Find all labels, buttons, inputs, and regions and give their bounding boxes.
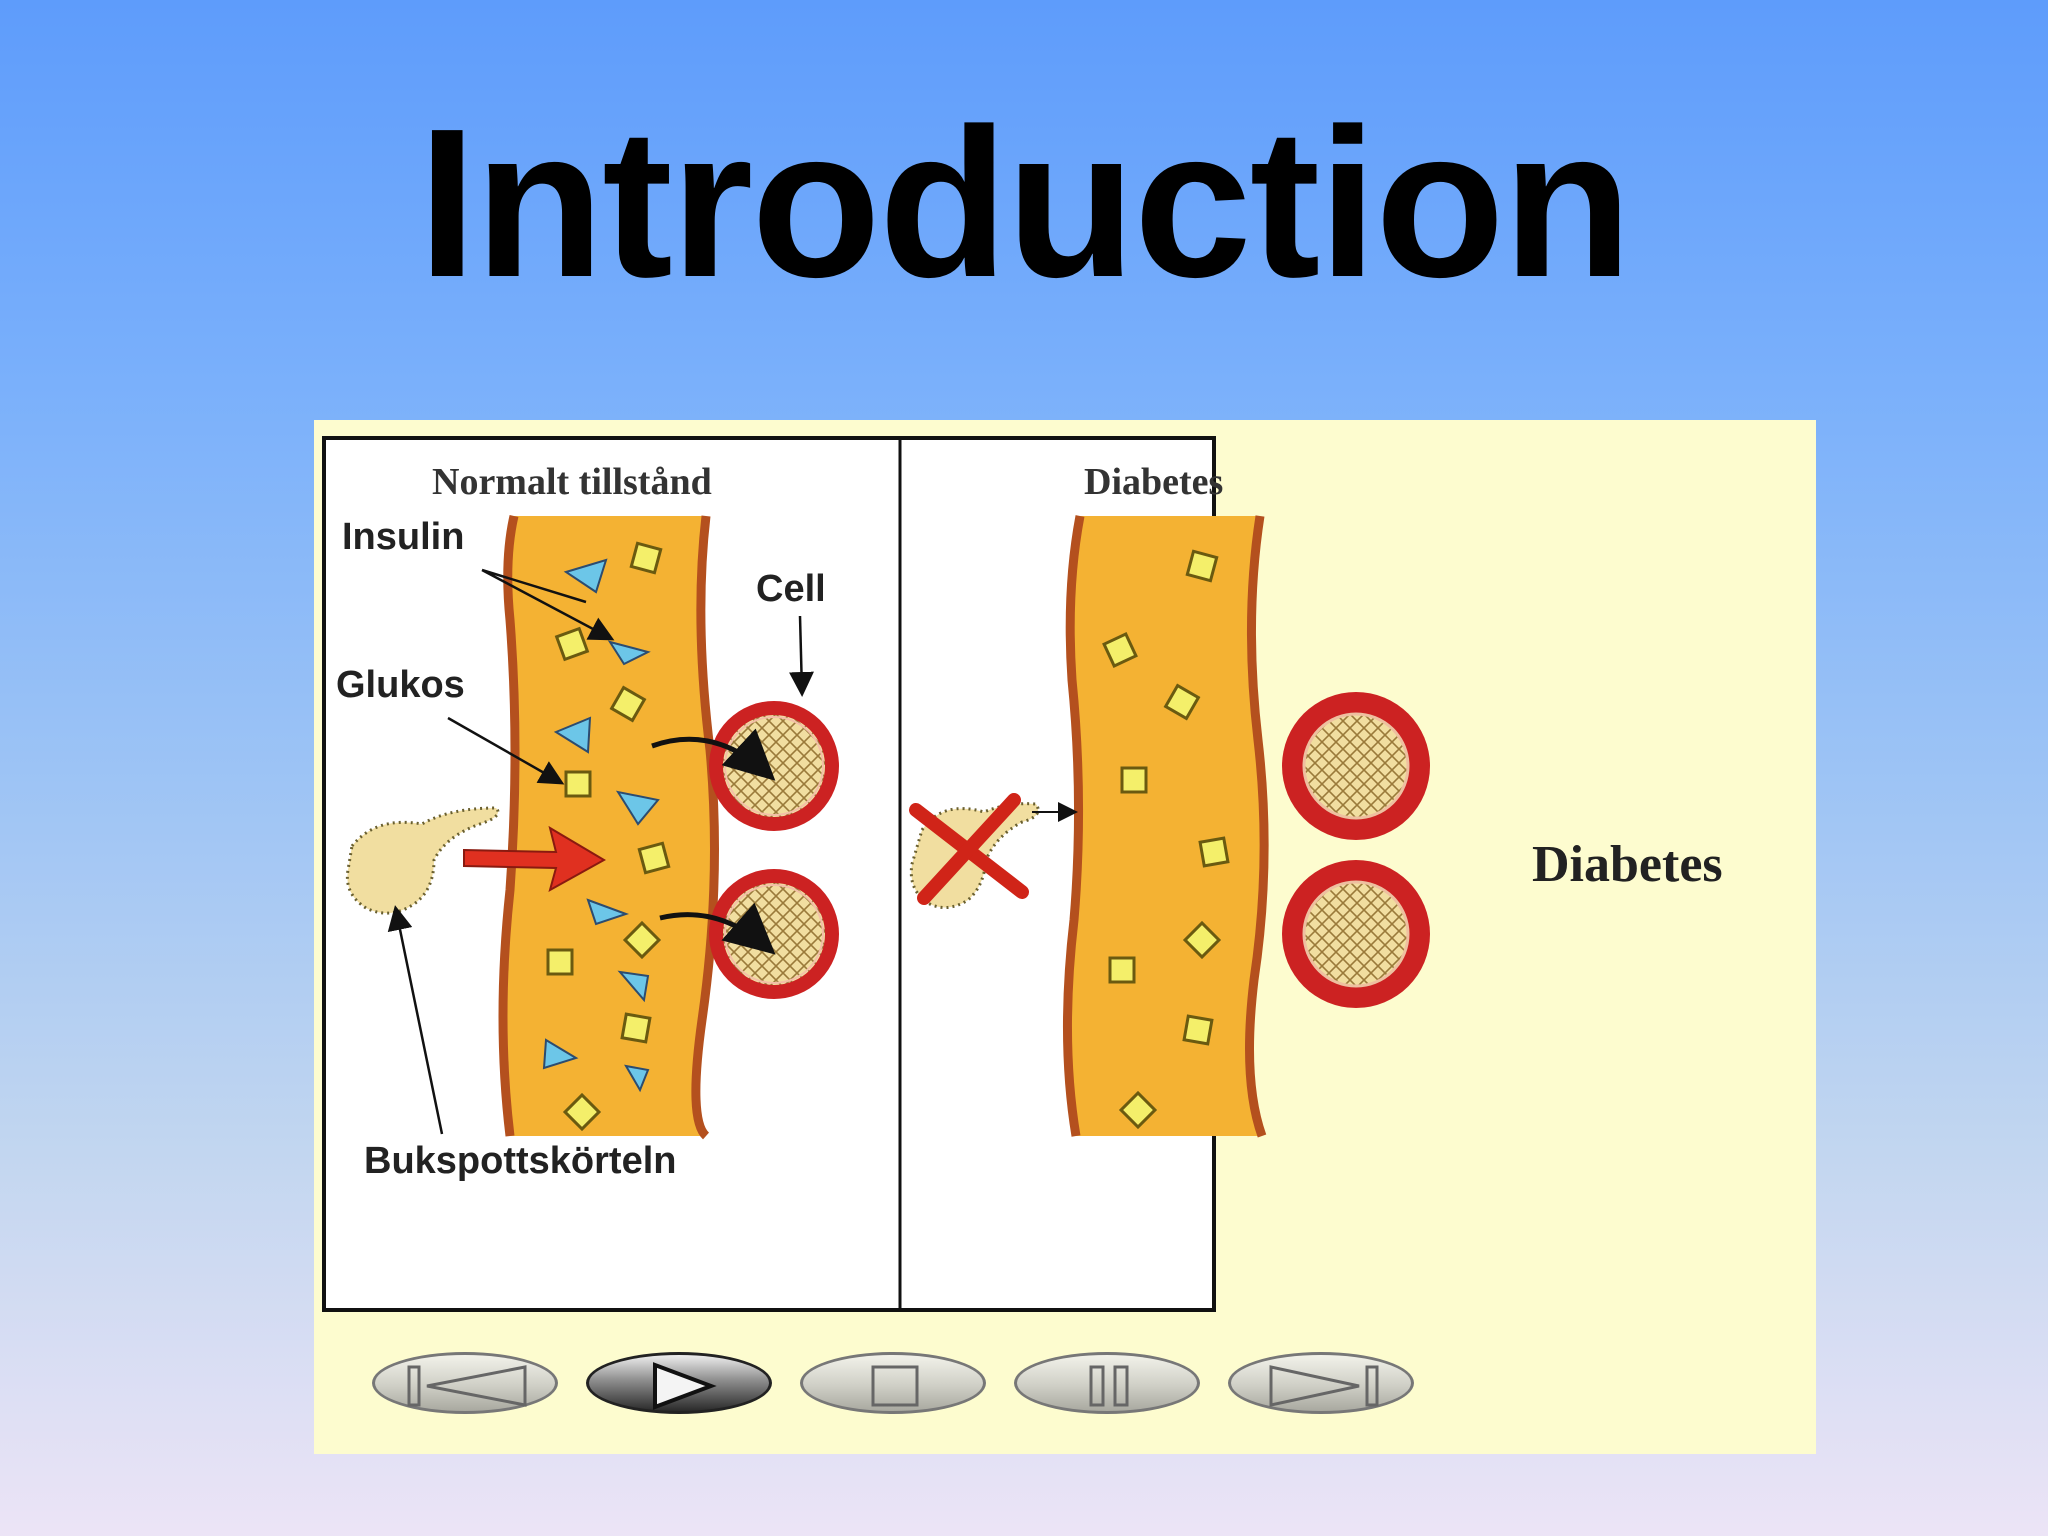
pancreas-label: Bukspottskörteln	[364, 1140, 677, 1182]
skip-forward-button[interactable]	[1228, 1352, 1414, 1414]
cell-callout-line	[788, 615, 814, 697]
left-vessel	[503, 516, 715, 1136]
stop-icon	[871, 1365, 919, 1407]
figure-illustration	[322, 436, 1430, 1312]
glucose-molecules-left	[546, 541, 671, 1132]
right-vessel-wall-right	[1245, 515, 1269, 1138]
diabetes-figure: Normalt tillstånd Diabetes Insulin Cell …	[314, 420, 1816, 1454]
insulin-molecules	[542, 558, 660, 1093]
glukos-callout-line	[447, 716, 565, 785]
diabetes-side-label: Diabetes	[1532, 836, 1723, 893]
right-panel-title: Diabetes	[1084, 461, 1224, 503]
pause-button[interactable]	[1014, 1352, 1200, 1414]
skip-back-button[interactable]	[372, 1352, 558, 1414]
glucose-uptake-arrow-2	[659, 902, 776, 955]
cells-right	[1282, 692, 1430, 1008]
pause-icon	[1089, 1365, 1129, 1407]
skip-forward-icon	[1269, 1365, 1379, 1407]
glucose-uptake-arrow-1	[651, 728, 776, 781]
left-vessel-wall-left	[498, 515, 520, 1137]
play-button[interactable]	[586, 1352, 772, 1414]
skip-back-icon	[407, 1365, 527, 1407]
stop-button[interactable]	[800, 1352, 986, 1414]
insulin-label: Insulin	[342, 516, 465, 558]
pancreas-left	[345, 806, 500, 915]
right-vessel-wall-left	[1062, 515, 1085, 1137]
slide-title: Introduction	[417, 84, 1632, 321]
insulin-release-arrow	[463, 825, 607, 893]
pancreas-callout-line	[387, 905, 444, 1135]
left-vessel-wall-right	[691, 515, 719, 1140]
glucose-molecules-right	[1102, 549, 1230, 1130]
insulin-callout-line	[481, 568, 610, 638]
blocked-x-icon	[909, 793, 1029, 905]
cell-label: Cell	[756, 568, 826, 610]
left-panel-title: Normalt tillstånd	[432, 461, 712, 503]
glukos-label: Glukos	[336, 664, 465, 706]
play-icon	[653, 1362, 717, 1410]
right-vessel	[1067, 516, 1265, 1136]
